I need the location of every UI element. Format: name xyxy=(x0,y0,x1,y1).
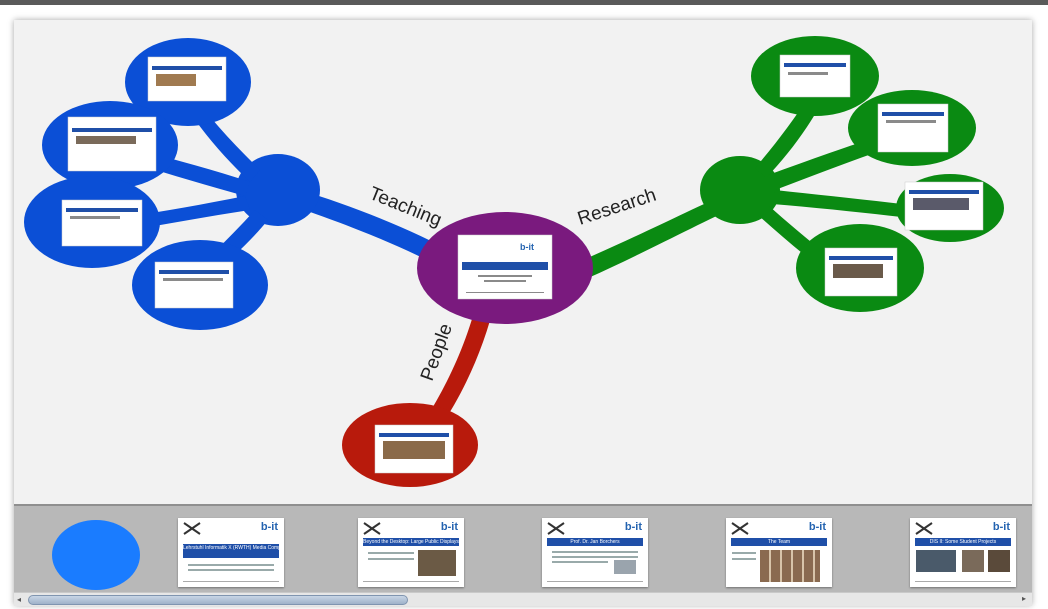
bit-logo: b-it xyxy=(260,521,278,533)
slide-title: DIS II: Some Student Projects xyxy=(915,538,1011,546)
slide-text-line xyxy=(368,558,414,560)
slide-photo xyxy=(962,550,984,572)
center-slide-bit: b-it xyxy=(520,242,534,252)
rwth-x-logo-icon xyxy=(915,522,933,535)
slide-text-line xyxy=(732,552,756,554)
rwth-x-logo-icon xyxy=(547,522,565,535)
slide-thumbnail[interactable]: b-it Beyond the Desktop: Large Public Di… xyxy=(358,518,464,587)
scroll-left-icon[interactable]: ◂ xyxy=(17,595,22,604)
slide-photo xyxy=(916,550,956,572)
slide-photo xyxy=(988,550,1010,572)
slide-photo xyxy=(418,550,456,576)
slide-text-line xyxy=(368,552,414,554)
slide-title: Prof. Dr. Jan Borchers xyxy=(547,538,643,546)
rwth-x-logo-icon xyxy=(183,522,201,535)
node-slide-headers xyxy=(66,63,979,437)
slide-footer xyxy=(547,581,643,582)
bit-logo: b-it xyxy=(440,521,458,533)
slide-thumbnail[interactable]: b-it DIS II: Some Student Projects xyxy=(910,518,1016,587)
bit-logo: b-it xyxy=(624,521,642,533)
slide-text-line xyxy=(552,551,638,553)
selected-node-preview[interactable] xyxy=(52,520,140,590)
slide-title: The Team xyxy=(731,538,827,546)
research-label: Research xyxy=(575,185,659,230)
team-photos xyxy=(760,550,820,582)
node-slide-content xyxy=(70,72,969,459)
window-top-edge xyxy=(0,0,1048,5)
slide-text-line xyxy=(188,569,274,571)
slide-thumbnail[interactable]: b-it The Team xyxy=(726,518,832,587)
rwth-x-logo-icon xyxy=(731,522,749,535)
slide-text-line xyxy=(188,564,274,566)
slide-text-line xyxy=(552,556,638,558)
slide-photo xyxy=(614,560,636,574)
slide-footer xyxy=(363,581,459,582)
slide-title: Beyond the Desktop: Large Public Display… xyxy=(363,538,459,546)
slide-footer xyxy=(183,581,279,582)
slide-strip[interactable]: b-it Lehrstuhl Informatik X (RWTH) Media… xyxy=(14,504,1032,594)
slide-thumbnail[interactable]: b-it Prof. Dr. Jan Borchers xyxy=(542,518,648,587)
horizontal-scrollbar[interactable]: ◂ ▸ xyxy=(14,592,1032,606)
slide-title: Lehrstuhl Informatik X (RWTH) Media Comp… xyxy=(183,544,279,558)
scroll-right-icon[interactable]: ▸ xyxy=(1021,594,1026,603)
slide-text-line xyxy=(552,561,608,563)
slide-text-line xyxy=(732,558,756,560)
teaching-branch[interactable] xyxy=(24,38,470,330)
scrollbar-thumb[interactable] xyxy=(28,595,408,605)
slide-footer xyxy=(915,581,1011,582)
bit-logo: b-it xyxy=(808,521,826,533)
bit-logo: b-it xyxy=(992,521,1010,533)
slide-thumbnail[interactable]: b-it Lehrstuhl Informatik X (RWTH) Media… xyxy=(178,518,284,587)
rwth-x-logo-icon xyxy=(363,522,381,535)
